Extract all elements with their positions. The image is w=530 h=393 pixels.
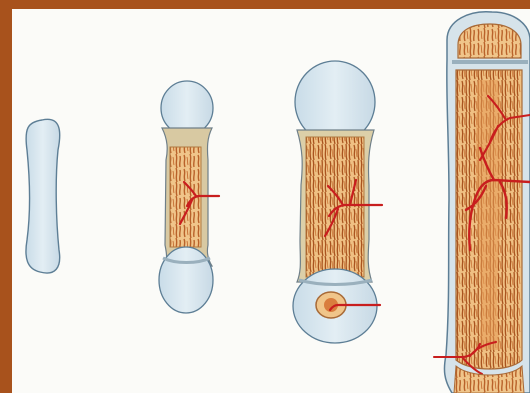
stage-4-mature-bone — [434, 12, 530, 393]
upper-epiphysis-bone — [458, 24, 521, 58]
figure-panel — [12, 9, 530, 393]
stage-1-cartilage-model — [26, 119, 60, 273]
stage-3-secondary-ossification-center — [293, 61, 382, 343]
bone-ossification-diagram — [12, 9, 530, 393]
lower-epiphysis-cartilage — [159, 247, 213, 313]
marrow-cavity — [306, 137, 364, 277]
cartilage-shape — [26, 119, 60, 273]
stage-2-primary-ossification-center — [159, 81, 219, 313]
upper-epiphysis-cartilage — [161, 81, 213, 135]
